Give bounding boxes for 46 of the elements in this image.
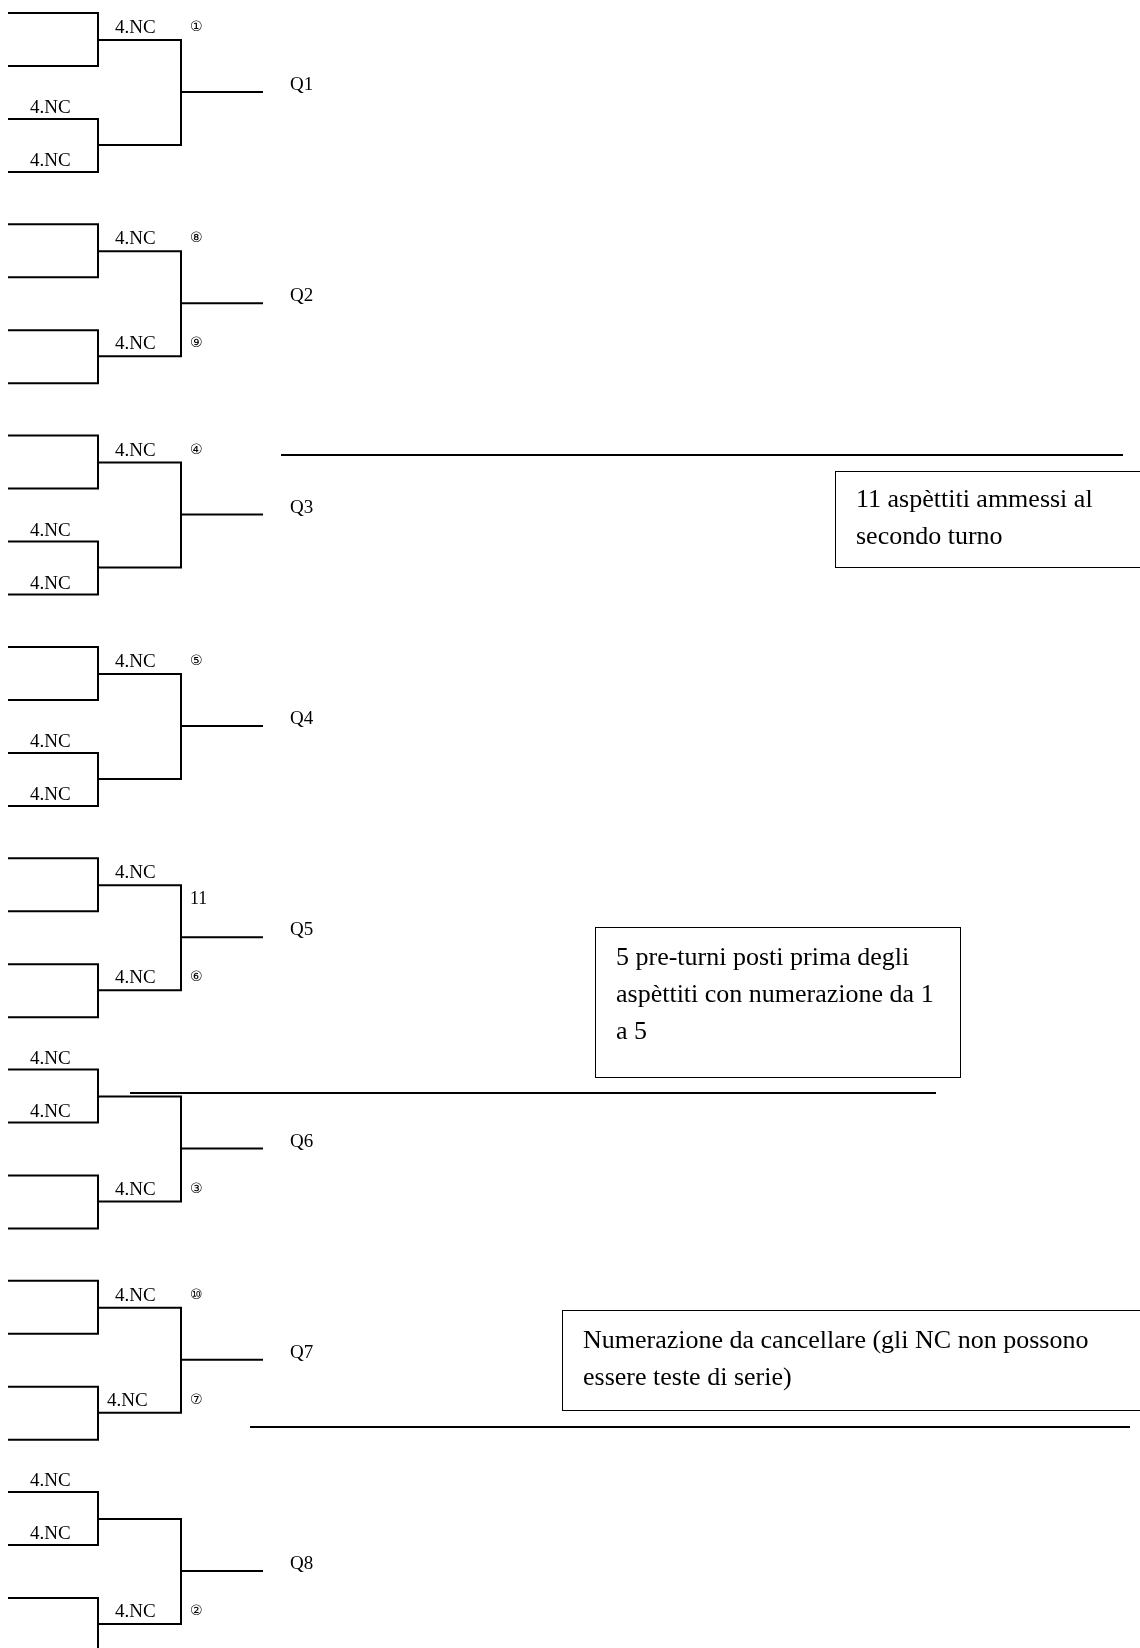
note-box	[562, 1310, 1140, 1411]
player-label: 4.NC	[115, 861, 156, 881]
quarter-label: Q2	[290, 284, 314, 304]
quarter-label: Q3	[290, 496, 314, 516]
player-label: 4.NC	[30, 783, 71, 803]
seed-number: ③	[190, 1180, 203, 1195]
note-box	[835, 471, 1140, 568]
player-label: 4.NC	[115, 1178, 156, 1197]
seed-number: 11	[190, 889, 208, 908]
player-label: 4.NC	[30, 572, 71, 592]
quarter-label: Q4	[290, 707, 314, 727]
player-label: 4.NC	[115, 227, 156, 247]
player-label: 4.NC	[115, 332, 156, 352]
player-label: 4.NC	[30, 730, 71, 750]
seed-number: ⑤	[190, 652, 203, 667]
seed-number: ⑦	[190, 1391, 203, 1406]
quarter-label: Q6	[290, 1130, 314, 1149]
note-text: Numerazione da cancellare (gli NC non possono essere teste di serie)	[583, 1324, 1090, 1393]
quarter-label: Q5	[290, 918, 314, 938]
seed-number: ①	[190, 19, 203, 33]
player-label: 4.NC	[30, 149, 71, 169]
seed-number: ⑨	[190, 335, 203, 350]
player-label: 4.NC	[30, 1100, 71, 1119]
seed-number: ②	[190, 1603, 203, 1618]
quarter-label: Q8	[290, 1552, 314, 1572]
seed-number: ⑧	[190, 230, 203, 245]
quarter-label: Q1	[290, 73, 314, 93]
note-text: 11 aspèttiti ammessi al secondo turno	[856, 483, 1094, 552]
player-label: 4.NC	[30, 1047, 71, 1066]
player-label: 4.NC	[107, 1389, 148, 1409]
seed-number: ⑩	[190, 1286, 203, 1301]
player-label: 4.NC	[115, 650, 156, 670]
player-label: 4.NC	[30, 96, 71, 116]
player-label: 4.NC	[115, 966, 156, 986]
player-label: 4.NC	[115, 1284, 156, 1304]
note-text: 5 pre-turni posti prima degli aspèttiti con numerazione da 1 a 5	[616, 941, 935, 1047]
player-label: 4.NC	[30, 519, 71, 539]
player-label: 4.NC	[30, 1469, 71, 1489]
player-label: 4.NC	[30, 1522, 71, 1542]
player-label: 4.NC	[115, 16, 156, 36]
seed-number: ④	[190, 441, 203, 456]
player-label: 4.NC	[115, 439, 156, 459]
quarter-label: Q7	[290, 1341, 314, 1361]
player-label: 4.NC	[115, 1600, 156, 1620]
seed-number: ⑥	[190, 969, 203, 984]
note-box	[595, 927, 961, 1078]
